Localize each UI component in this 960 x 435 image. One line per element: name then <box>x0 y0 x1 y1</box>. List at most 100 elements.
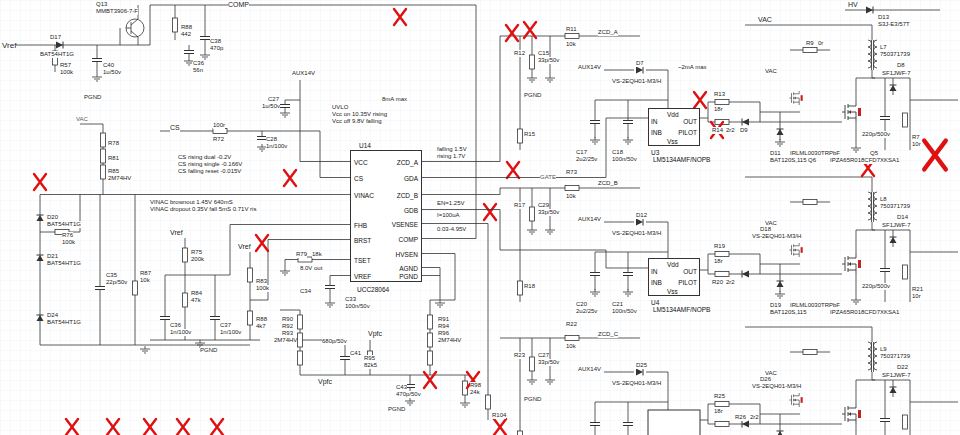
schematic-label: BAT120S,115 <box>770 157 806 164</box>
schematic-label: R87 <box>140 270 151 277</box>
schematic-label: D12 <box>636 212 647 219</box>
schematic-label: R96 <box>438 330 449 337</box>
schematic-label: 33p/50v <box>538 57 559 64</box>
schematic-label: C21 <box>612 301 623 308</box>
schematic-label: Q5 <box>870 150 878 157</box>
schematic-label: MMBT3906-7-F <box>96 8 138 15</box>
part-name: U3 <box>651 149 659 156</box>
schematic-label: R104 <box>492 412 506 419</box>
schematic-label: D22 <box>897 364 908 371</box>
schematic-label: 100r <box>213 122 225 129</box>
component-symbol <box>183 293 188 307</box>
schematic-label: SF1JWF-7 <box>882 222 911 229</box>
component-symbol <box>256 235 268 251</box>
gate-drive-connector <box>422 210 648 269</box>
schematic-label: VAC <box>758 16 772 24</box>
schematic-label: C37 <box>220 322 231 329</box>
schematic-label: 2r2 <box>750 414 759 421</box>
component-symbol <box>101 165 106 179</box>
pin-name: FHB <box>354 222 367 229</box>
component-symbol <box>92 74 102 81</box>
component-symbol <box>500 177 958 304</box>
schematic-label: 100n/50v <box>612 308 637 315</box>
component-symbol <box>524 22 536 38</box>
schematic-label: C35 <box>106 272 117 279</box>
schematic-label: D8 <box>897 62 905 69</box>
schematic-label: COMP <box>228 1 249 9</box>
schematic-label: 2u2/25v <box>576 156 597 163</box>
schematic-label: 2M74HV <box>274 337 297 344</box>
schematic-label: ZCD_A <box>598 29 618 36</box>
component-symbol <box>428 333 433 347</box>
component-symbol <box>325 286 335 289</box>
schematic-label: VS-2EQH01-M3/H <box>612 230 661 237</box>
schematic-label: 2u2/25v <box>576 308 597 315</box>
wire <box>14 5 940 420</box>
schematic-label: C36 <box>193 60 204 67</box>
component-symbol <box>248 268 253 282</box>
schematic-label: R78 <box>108 140 119 147</box>
schematic-label: IPZA65R018CFD7XKSA1 <box>830 309 899 316</box>
component-symbol <box>37 255 44 261</box>
component-symbol <box>280 110 290 117</box>
schematic-label: BAT54HT1G <box>47 260 81 267</box>
schematic-part <box>126 19 144 37</box>
schematic-label: EN=1.25V <box>437 200 465 207</box>
schematic-label: C33 <box>345 296 356 303</box>
schematic-label: R22 <box>566 321 577 328</box>
schematic-label: 100k <box>256 285 269 292</box>
component-symbol <box>101 149 106 163</box>
schematic-label: C34 <box>300 288 311 295</box>
schematic-label: 47k <box>191 297 201 304</box>
schematic-label: C29 <box>538 202 549 209</box>
schematic-label: L7 <box>880 44 887 51</box>
schematic-label: D17 <box>50 34 61 41</box>
schematic-label: 22p/50v <box>106 279 127 286</box>
schematic-label: 2r2 <box>726 279 735 286</box>
schematic-label: D18 <box>760 226 771 233</box>
schematic-label: S3J-E3/57T <box>878 21 910 28</box>
schematic-label: 2r2 <box>726 127 735 134</box>
component-symbol <box>140 346 150 353</box>
component-symbol <box>428 315 433 329</box>
pin-name: VINAC <box>354 192 374 199</box>
pin-name: AGND <box>399 265 418 272</box>
schematic-label: C41 <box>350 350 361 357</box>
schematic-label: R83 <box>256 278 267 285</box>
schematic-label: R14 <box>712 127 723 134</box>
schematic-label: 10k <box>566 343 576 350</box>
component-symbol <box>284 170 296 186</box>
schematic-label: R12 <box>514 50 525 57</box>
pin-name: Vss <box>667 288 678 295</box>
component-symbol <box>200 37 210 40</box>
pin-name: IN <box>651 118 658 125</box>
schematic-label: AUX14V <box>578 366 601 373</box>
schematic-label: 200k <box>191 256 204 263</box>
component-symbol <box>184 51 194 54</box>
schematic-label: R13 <box>714 91 725 98</box>
pin-name: OUT <box>683 268 697 275</box>
schematic-label: R9 <box>806 40 814 47</box>
schematic-label: 1u/50v <box>262 103 280 110</box>
component-symbol <box>66 419 78 435</box>
schematic-label: Vref <box>2 41 16 50</box>
schematic-part <box>648 410 700 435</box>
schematic-label: 1n/100v <box>170 329 191 336</box>
schematic-label: R72 <box>213 136 224 143</box>
component-symbol <box>424 372 436 388</box>
pin-name: TSET <box>354 257 371 264</box>
pin-name: PILOT <box>678 279 697 286</box>
schematic-label: D24 <box>47 312 58 319</box>
schematic-label: R21 <box>912 286 923 293</box>
schematic-label: 470p/50v <box>396 391 421 398</box>
schematic-label: D19 <box>770 302 781 309</box>
pin-name: IN <box>651 268 658 275</box>
schematic-label: 442 <box>181 31 191 38</box>
schematic-label: C27 <box>268 96 279 103</box>
component-symbol <box>133 281 138 295</box>
schematic-label: C36 <box>170 322 181 329</box>
schematic-label: R15 <box>524 131 535 138</box>
part-name: U4 <box>651 299 659 306</box>
schematic-label: Vref <box>170 229 183 237</box>
schematic-label: AUX14V <box>292 70 315 77</box>
